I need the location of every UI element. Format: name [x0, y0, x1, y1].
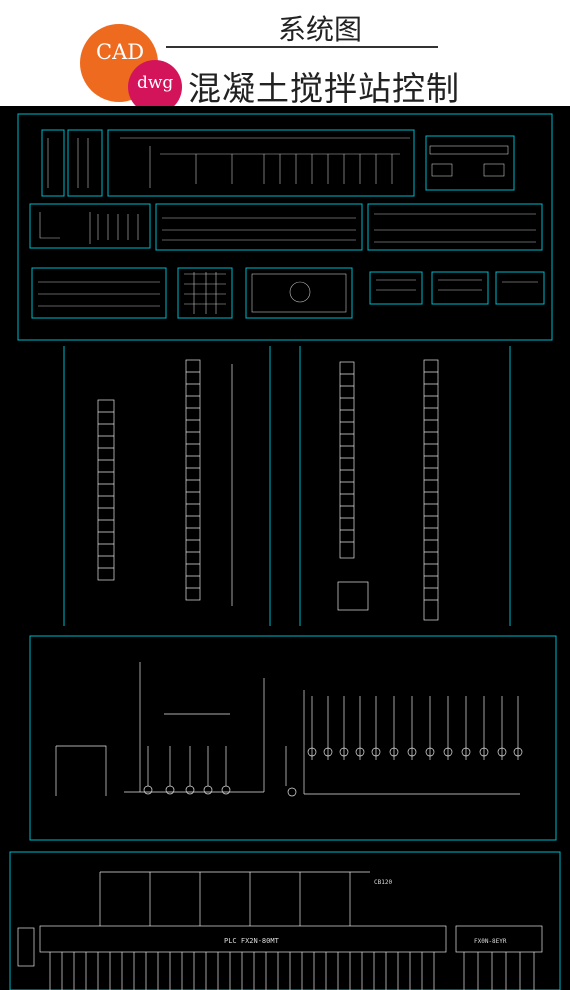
cad-badge-label: CAD — [96, 40, 145, 64]
dwg-badge: dwg — [128, 60, 182, 114]
thumb-small-1 — [369, 271, 423, 305]
thumb-legend-1 — [41, 129, 65, 197]
overview-sheet-frame — [17, 113, 553, 341]
page-subtitle: 混凝土搅拌站控制 — [188, 69, 460, 108]
thumb-table — [177, 267, 233, 319]
extension-module — [455, 925, 543, 953]
plc-wiring-frame — [9, 851, 561, 990]
thumb-main-circuit — [107, 129, 415, 197]
thumb-io — [367, 203, 543, 251]
title-underline — [166, 46, 438, 48]
plc-module — [39, 925, 447, 953]
cad-drawing-svg: PLC FX2N-80MT FX0N-8EYR CB120 — [9, 113, 561, 990]
thumb-wiring — [31, 267, 167, 319]
dwg-badge-label: dwg — [137, 73, 174, 93]
motor-control-frame — [29, 635, 557, 841]
thumb-power — [29, 203, 151, 249]
cb-label: CB120 — [374, 879, 392, 886]
thumb-legend-2 — [67, 129, 103, 197]
thumb-small-3 — [495, 271, 545, 305]
thumb-panel — [425, 135, 515, 191]
page-title: 系统图 — [278, 13, 363, 46]
thumb-terminal — [155, 203, 363, 251]
cad-drawing: PLC FX2N-80MT FX0N-8EYR CB120 — [0, 106, 570, 990]
header: CAD dwg 系统图 混凝土搅拌站控制 — [0, 0, 570, 114]
thumb-console — [245, 267, 353, 319]
thumb-small-2 — [431, 271, 489, 305]
plc-model-label: PLC FX2N-80MT — [224, 937, 280, 945]
extension-model-label: FX0N-8EYR — [474, 938, 507, 945]
